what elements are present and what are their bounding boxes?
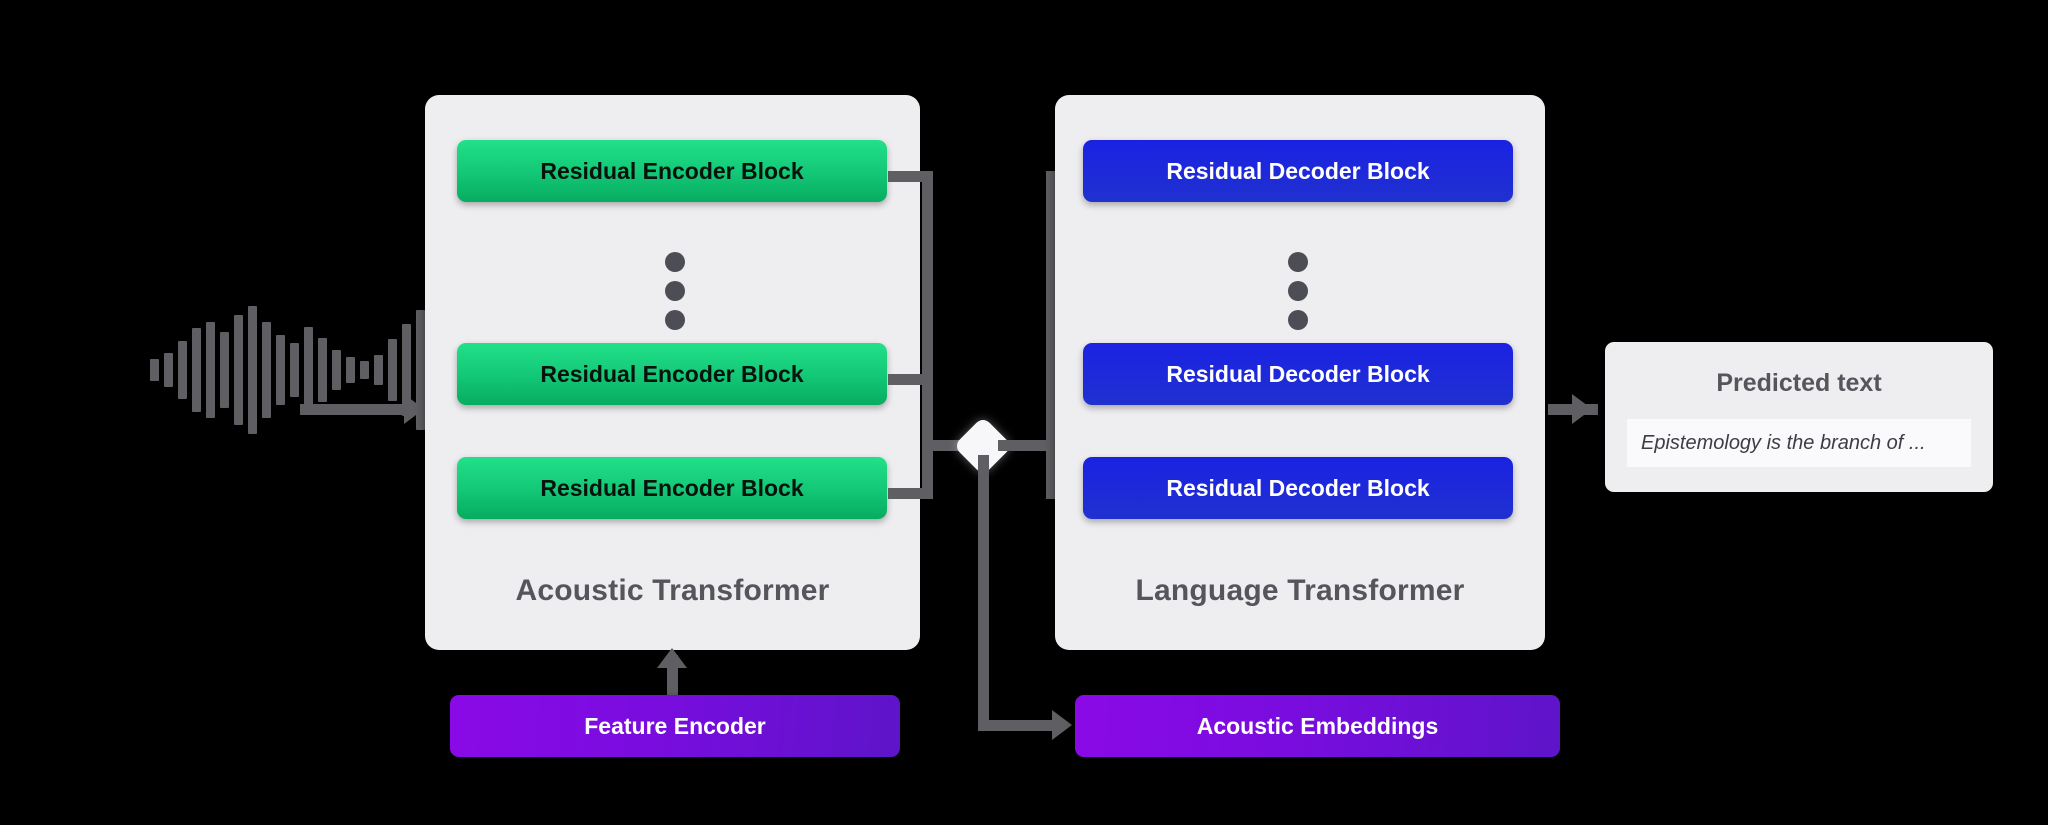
connector-encoder-bus	[922, 171, 933, 499]
connector-junction-down	[978, 455, 989, 731]
acoustic-embeddings-box[interactable]: Acoustic Embeddings	[1075, 695, 1560, 757]
waveform-bar	[304, 327, 313, 413]
residual-encoder-block-3[interactable]: Residual Encoder Block	[457, 457, 887, 519]
language-transformer-panel: Residual Decoder Block Residual Decoder …	[1055, 95, 1545, 650]
residual-encoder-block-2-label: Residual Encoder Block	[540, 360, 804, 387]
waveform-bar	[276, 335, 285, 405]
residual-decoder-block-3-label: Residual Decoder Block	[1166, 474, 1430, 501]
connector-input-to-acoustic	[300, 404, 410, 415]
residual-encoder-block-1[interactable]: Residual Encoder Block	[457, 140, 887, 202]
acoustic-transformer-title: Acoustic Transformer	[515, 574, 830, 607]
acoustic-embeddings-label: Acoustic Embeddings	[1196, 712, 1439, 739]
residual-encoder-block-1-label: Residual Encoder Block	[540, 157, 804, 184]
arrowhead-feature-encoder-up	[657, 648, 687, 668]
waveform-bar	[346, 357, 355, 383]
residual-decoder-block-2-label: Residual Decoder Block	[1166, 360, 1430, 387]
waveform-bar	[402, 324, 411, 416]
predicted-text-card: Predicted text Epistemology is the branc…	[1605, 342, 1993, 492]
connector-bus-to-junction	[922, 440, 977, 451]
connector-junction-to-decoder-bus	[998, 440, 1056, 451]
connector-enc1-out	[888, 171, 933, 182]
waveform-bar	[318, 338, 327, 402]
waveform-bar	[360, 361, 369, 379]
waveform-bar	[178, 341, 187, 399]
vertical-ellipsis-icon-decoder	[1285, 252, 1311, 330]
residual-decoder-block-2[interactable]: Residual Decoder Block	[1083, 343, 1513, 405]
predicted-text-title: Predicted text	[1716, 369, 1882, 397]
residual-encoder-block-3-label: Residual Encoder Block	[540, 474, 804, 501]
waveform-bar	[164, 353, 173, 387]
feature-encoder-label: Feature Encoder	[584, 712, 766, 739]
connector-decoder-bus	[1046, 171, 1057, 499]
waveform-bar	[332, 350, 341, 390]
acoustic-transformer-panel: Residual Encoder Block Residual Encoder …	[425, 95, 920, 650]
connector-enc3-out	[888, 488, 933, 499]
connector-enc2-out	[888, 374, 933, 385]
waveform-bar	[206, 322, 215, 418]
connector-down-to-embeddings	[978, 720, 1058, 731]
residual-decoder-block-3[interactable]: Residual Decoder Block	[1083, 457, 1513, 519]
residual-decoder-block-1-label: Residual Decoder Block	[1166, 157, 1430, 184]
waveform-bar	[248, 306, 257, 434]
vertical-ellipsis-icon-encoder	[662, 252, 688, 330]
waveform-bar	[220, 332, 229, 408]
waveform-bar	[416, 310, 425, 430]
language-transformer-title: Language Transformer	[1135, 574, 1465, 607]
residual-encoder-block-2[interactable]: Residual Encoder Block	[457, 343, 887, 405]
audio-waveform-icon	[150, 300, 649, 440]
waveform-bar	[290, 343, 299, 397]
waveform-bar	[192, 328, 201, 412]
waveform-bar	[388, 339, 397, 401]
connector-feature-encoder-up	[667, 655, 678, 703]
arrowhead-input-to-acoustic	[404, 394, 424, 424]
arrowhead-to-acoustic-embeddings	[1052, 710, 1072, 740]
waveform-bar	[234, 315, 243, 425]
predicted-text-value: Epistemology is the branch of ...	[1627, 419, 1971, 467]
waveform-bar	[374, 355, 383, 385]
feature-encoder-box[interactable]: Feature Encoder	[450, 695, 900, 757]
residual-decoder-block-1[interactable]: Residual Decoder Block	[1083, 140, 1513, 202]
waveform-bar	[262, 322, 271, 418]
arrowhead-to-predicted-text	[1572, 394, 1592, 424]
waveform-bar	[150, 359, 159, 381]
